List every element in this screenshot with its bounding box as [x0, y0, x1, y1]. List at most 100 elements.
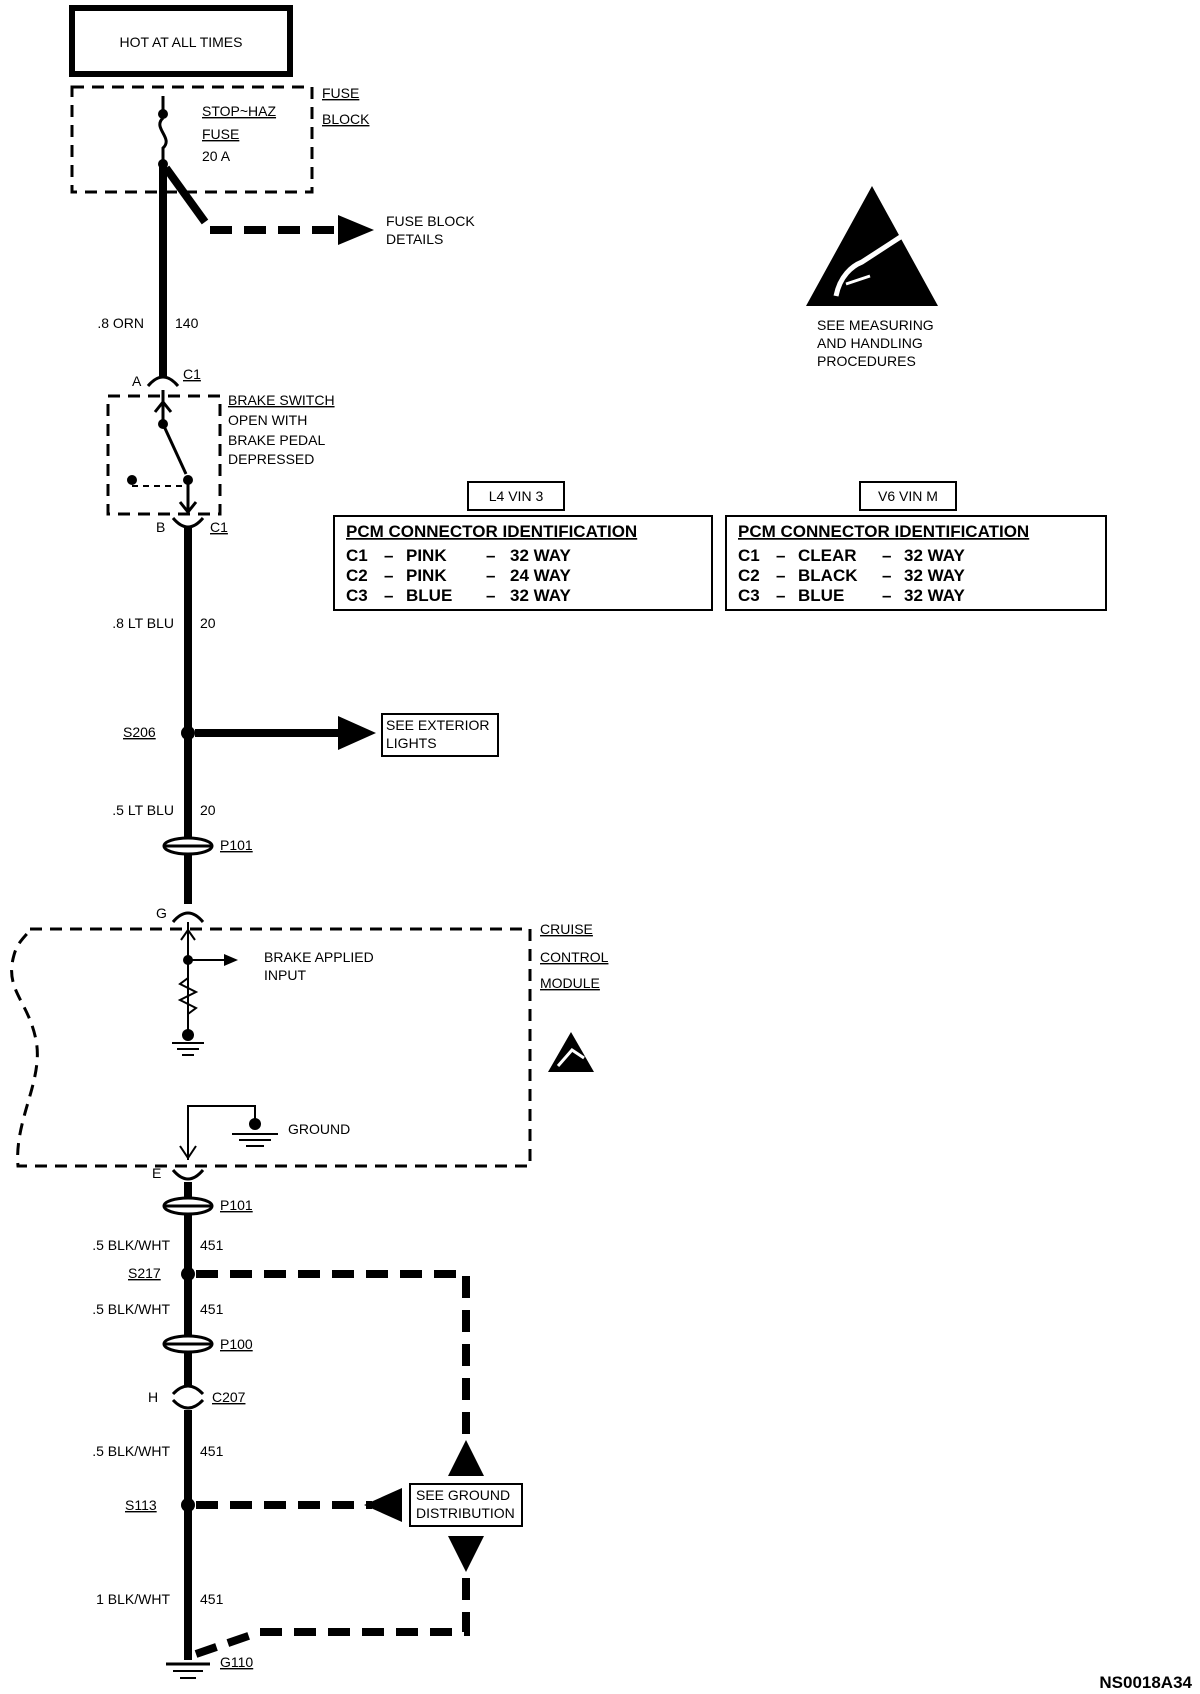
wire-451-f-gauge: 1 BLK/WHT	[96, 1591, 170, 1607]
wire-451-b-circuit: 451	[200, 1237, 224, 1253]
pcm-v6-title: PCM CONNECTOR IDENTIFICATION	[738, 522, 1029, 541]
cruise-module-text-3: MODULE	[540, 975, 600, 991]
brake-switch-box	[106, 394, 222, 516]
pcm-v6-row: C3 – BLUE – 32 WAY	[738, 586, 965, 605]
pcm-l4-row-way: 32 WAY	[510, 546, 571, 565]
fuse-block-label-1: FUSE	[322, 85, 359, 101]
pcm-v6-row-dash2: –	[882, 586, 891, 605]
pcm-l4-row-way: 24 WAY	[510, 566, 571, 585]
pcm-v6-row-way: 32 WAY	[904, 586, 965, 605]
power-header-box	[69, 5, 293, 77]
wire-451-e-gauge: .5 BLK/WHT	[92, 1443, 170, 1459]
ground-dist-text-1: SEE GROUND	[416, 1487, 510, 1503]
fuse-details-text-2: DETAILS	[386, 231, 443, 247]
pcm-v6-row-way: 32 WAY	[904, 566, 965, 585]
esd-small-icon-hand	[556, 1048, 585, 1067]
pcm-l4-engine-box	[467, 481, 565, 511]
pcm-l4-table	[333, 515, 713, 611]
wire-451-c-gauge: .5 BLK/WHT	[92, 1301, 170, 1317]
cruise-module-text-1: CRUISE	[540, 921, 593, 937]
brake-switch-contact-rest	[127, 475, 137, 485]
brake-switch-arrow-bottom	[178, 501, 198, 515]
ground-dist-arrow-down	[448, 1536, 484, 1572]
wire-20-upper-circuit: 20	[200, 615, 216, 631]
fuse-block-box	[70, 85, 314, 194]
exterior-lights-text-1: SEE EXTERIOR	[386, 717, 489, 733]
g110-label: G110	[220, 1654, 253, 1670]
pcm-l4-row-color: BLUE	[406, 586, 452, 605]
splice-s206-label: S206	[123, 724, 156, 740]
pcm-v6-row: C2 – BLACK – 32 WAY	[738, 566, 965, 585]
module-ground2-node	[249, 1118, 261, 1130]
brake-applied-text-2: INPUT	[264, 967, 306, 983]
passthrough-p101-top-label: P101	[220, 837, 253, 853]
power-header-text: HOT AT ALL TIMES	[120, 34, 243, 50]
pcm-l4-row: C3 – BLUE – 32 WAY	[346, 586, 571, 605]
pcm-v6-engine-box	[859, 481, 957, 511]
brake-applied-text-1: BRAKE APPLIED	[264, 949, 374, 965]
splice-s113	[181, 1498, 195, 1512]
connector-g	[171, 911, 205, 923]
pcm-l4-row-way: 32 WAY	[510, 586, 571, 605]
brake-applied-arrow	[224, 954, 238, 966]
fuse-rating: 20 A	[202, 148, 231, 164]
ground-dist-arrow-up	[448, 1440, 484, 1476]
brake-switch-blade	[161, 423, 188, 475]
pcm-l4-row-dash2: –	[486, 566, 495, 585]
s217-dashed-lead	[196, 1270, 470, 1436]
pcm-v6-row-conn: C2	[738, 566, 760, 585]
fuse-details-dash-diag	[162, 165, 209, 225]
conn-c1-b-label: C1	[210, 519, 228, 535]
brake-switch-text-3: BRAKE PEDAL	[228, 432, 325, 448]
pcm-v6-row-conn: C1	[738, 546, 760, 565]
fuse-terminal-top	[158, 109, 168, 119]
pcm-l4-row-conn: C1	[346, 546, 368, 565]
esd-warning-icon-finger	[845, 274, 871, 286]
pcm-v6-row-dash: –	[776, 546, 785, 565]
wire-140-circuit: 140	[175, 315, 199, 331]
pcm-v6-row-color: BLACK	[798, 566, 858, 585]
brake-switch-text-4: DEPRESSED	[228, 451, 314, 467]
pcm-l4-row: C2 – PINK – 24 WAY	[346, 566, 571, 585]
splice-s206	[181, 726, 195, 740]
splice-s217	[181, 1267, 195, 1281]
fuse-details-text-1: FUSE BLOCK	[386, 213, 475, 229]
connector-e	[171, 1169, 205, 1181]
conn-c207-label: C207	[212, 1389, 246, 1405]
pcm-v6-row: C1 – CLEAR – 32 WAY	[738, 546, 965, 565]
connector-c1-a	[146, 375, 180, 387]
connector-c207-bottom	[171, 1398, 205, 1410]
ground-dist-arrow-left	[364, 1488, 402, 1522]
connector-c207-top	[171, 1384, 205, 1396]
pin-g-label: G	[156, 905, 167, 921]
module-resistor	[177, 977, 199, 1015]
pcm-v6-engine-label: V6 VIN M	[878, 488, 938, 504]
conn-c1-a-label: C1	[183, 366, 201, 382]
exterior-lights-box	[381, 713, 499, 757]
pin-b-label: B	[156, 519, 165, 535]
pin-a-label: A	[132, 373, 142, 389]
wire-451-e-circuit: 451	[200, 1443, 224, 1459]
exterior-lights-text-2: LIGHTS	[386, 735, 437, 751]
pcm-l4-row-dash: –	[384, 546, 393, 565]
figure-id: NS0018A34	[1099, 1673, 1192, 1692]
cruise-module-text-2: CONTROL	[540, 949, 609, 965]
ground-dist-box	[409, 1483, 523, 1527]
module-ground-wire	[187, 1105, 256, 1160]
pcm-l4-row-color: PINK	[406, 566, 447, 585]
brake-switch-text-2: OPEN WITH	[228, 412, 307, 428]
pcm-l4-row-conn: C3	[346, 586, 368, 605]
pin-h-label: H	[148, 1389, 158, 1405]
module-ground-label: GROUND	[288, 1121, 350, 1137]
wire-20-upper-gauge: .8 LT BLU	[112, 615, 174, 631]
fuse-name-1: STOP~HAZ	[202, 103, 276, 119]
pcm-l4-title: PCM CONNECTOR IDENTIFICATION	[346, 522, 637, 541]
pcm-v6-row-dash: –	[776, 566, 785, 585]
esd-warning-icon	[806, 186, 938, 306]
wire-451-c-circuit: 451	[200, 1301, 224, 1317]
module-input-arrow	[180, 928, 196, 941]
connector-c1-b	[171, 517, 205, 529]
pin-e-label: E	[152, 1165, 161, 1181]
wire-451-b-gauge: .5 BLK/WHT	[92, 1237, 170, 1253]
